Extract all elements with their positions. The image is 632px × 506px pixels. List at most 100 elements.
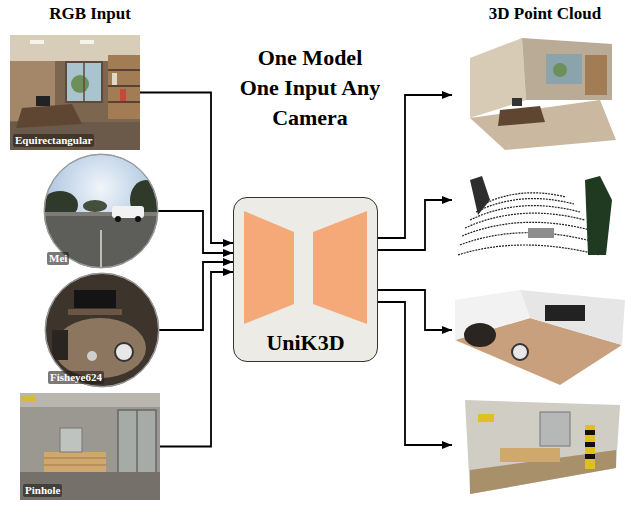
encoder-decoder-symbol bbox=[244, 211, 367, 324]
point-cloud-living-room bbox=[512, 344, 528, 360]
camera-label: Pinhole bbox=[23, 484, 62, 497]
output-arrow bbox=[378, 200, 452, 250]
mei-photo bbox=[44, 154, 158, 268]
point-cloud-street bbox=[458, 245, 600, 255]
lens-outline bbox=[45, 273, 159, 387]
point-cloud-warehouse bbox=[540, 412, 570, 446]
fisheye624-photo bbox=[87, 351, 97, 361]
input-image: Pinhole bbox=[20, 393, 160, 500]
point-cloud-living-room bbox=[545, 305, 585, 321]
input-image: Equirectangular bbox=[10, 35, 140, 150]
point-cloud-warehouse bbox=[478, 414, 494, 422]
fisheye624-photo bbox=[74, 290, 116, 308]
fisheye624-photo bbox=[68, 309, 122, 315]
equirectangular-photo bbox=[83, 62, 85, 102]
equirectangular-photo bbox=[66, 62, 102, 102]
input-arrow bbox=[158, 211, 233, 253]
equirectangular-photo bbox=[108, 85, 140, 87]
equirectangular-photo bbox=[10, 35, 140, 150]
pinhole-photo bbox=[60, 428, 82, 452]
mei-photo bbox=[42, 154, 162, 268]
output-arrow bbox=[378, 290, 452, 330]
equirectangular-photo bbox=[36, 96, 50, 106]
point-cloud-living-room bbox=[455, 290, 625, 385]
pinhole-photo bbox=[44, 465, 106, 466]
input-arrow bbox=[160, 272, 233, 447]
lens-outline bbox=[46, 274, 159, 387]
mei-photo bbox=[42, 154, 162, 268]
fisheye624-photo bbox=[45, 273, 159, 387]
model-box-fill bbox=[233, 197, 378, 362]
mei-photo bbox=[44, 212, 158, 268]
equirectangular-photo bbox=[71, 75, 89, 93]
pinhole-photo bbox=[20, 393, 160, 500]
equirectangular-photo bbox=[80, 40, 94, 44]
output-arrow bbox=[378, 95, 452, 238]
point-cloud-street bbox=[585, 176, 612, 255]
pinhole-photo bbox=[22, 396, 36, 402]
point-cloud-office bbox=[470, 38, 526, 118]
model-box: UniK3D bbox=[233, 197, 378, 362]
encoder-decoder-symbol bbox=[313, 211, 367, 324]
equirectangular-photo bbox=[108, 55, 140, 119]
pinhole-photo bbox=[44, 452, 106, 472]
point-cloud-warehouse bbox=[585, 454, 595, 459]
input-image: Fisheye624 bbox=[45, 273, 159, 387]
camera-label: Equirectangular bbox=[13, 134, 94, 147]
point-cloud-warehouse bbox=[585, 430, 595, 435]
pinhole-photo bbox=[118, 410, 156, 474]
pinhole-photo bbox=[20, 393, 160, 500]
mei-photo bbox=[100, 230, 102, 268]
point-cloud-living-room bbox=[520, 290, 625, 345]
input-image: Mei bbox=[44, 154, 158, 268]
output-arrow bbox=[378, 302, 452, 445]
point-cloud-street bbox=[465, 213, 585, 228]
fisheye624-photo bbox=[45, 273, 159, 387]
point-cloud-street bbox=[462, 222, 590, 236]
point-cloud-office bbox=[546, 54, 582, 84]
fisheye624-photo bbox=[52, 330, 68, 360]
model-box-fill bbox=[233, 197, 378, 362]
point-cloud-office bbox=[585, 55, 607, 95]
point-cloud-warehouse bbox=[585, 442, 595, 447]
point-cloud-office bbox=[498, 106, 545, 126]
point-cloud-office bbox=[522, 38, 612, 100]
mei-photo bbox=[135, 216, 141, 222]
point-cloud-warehouse bbox=[585, 425, 595, 469]
mei-photo bbox=[115, 216, 121, 222]
encoder-decoder-symbol bbox=[244, 211, 294, 324]
model-name: UniK3D bbox=[266, 330, 344, 356]
column-heading: 3D Point Cloud bbox=[470, 3, 620, 25]
output-arrow bbox=[378, 95, 452, 445]
tagline: One Model One Input Any Camera bbox=[238, 43, 383, 133]
pinhole-photo bbox=[136, 410, 138, 474]
point-cloud-street bbox=[470, 176, 490, 215]
equirectangular-photo bbox=[120, 89, 126, 101]
fisheye624-photo bbox=[45, 273, 159, 387]
equirectangular-photo bbox=[108, 101, 140, 103]
mei-photo bbox=[83, 200, 107, 212]
point-cloud-warehouse bbox=[500, 448, 560, 462]
equirectangular-photo bbox=[10, 35, 140, 150]
point-cloud-street bbox=[528, 228, 554, 238]
lens-outline bbox=[45, 155, 158, 268]
point-cloud-street bbox=[484, 193, 566, 204]
fisheye624-photo bbox=[115, 343, 133, 361]
point-cloud-street bbox=[470, 206, 580, 220]
point-cloud-office bbox=[470, 38, 616, 150]
point-cloud-street bbox=[460, 233, 595, 245]
camera-label: Fisheye624 bbox=[48, 371, 104, 384]
equirectangular-photo bbox=[108, 69, 140, 71]
pinhole-photo bbox=[20, 472, 160, 500]
point-cloud-warehouse bbox=[465, 400, 620, 494]
camera-label: Mei bbox=[47, 252, 69, 265]
pinhole-photo bbox=[20, 393, 160, 407]
equirectangular-photo bbox=[30, 40, 44, 44]
point-cloud-office bbox=[553, 63, 567, 77]
point-cloud-office bbox=[512, 98, 522, 106]
pinhole-photo bbox=[44, 458, 106, 459]
mei-photo bbox=[112, 206, 144, 218]
point-cloud-living-room bbox=[464, 323, 496, 347]
point-cloud-street bbox=[458, 176, 612, 255]
point-cloud-warehouse bbox=[465, 400, 620, 494]
